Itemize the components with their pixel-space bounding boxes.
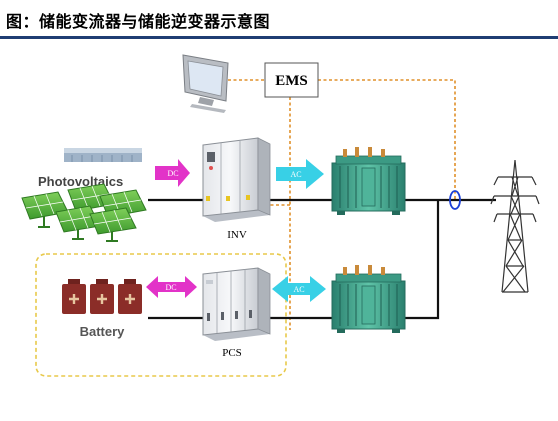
ac-arrow-bottom: AC [272, 276, 326, 302]
ems-box [264, 62, 319, 98]
dc-arrow-bottom: DC [146, 276, 197, 298]
energy-storage-diagram: EMS Photovoltaics [21, 54, 540, 377]
battery-section-box [35, 253, 287, 377]
battery-icon [62, 279, 142, 314]
battery-label: Battery [80, 324, 126, 339]
figure-title: 图：储能变流器与储能逆变器示意图 [6, 12, 271, 31]
dc-label-bottom: DC [165, 283, 176, 292]
solar-panel-icon [21, 183, 147, 242]
ac-label-top: AC [290, 170, 301, 179]
dc-arrow-top: DC [155, 159, 190, 187]
title-rule [0, 36, 558, 39]
transformer-icon [331, 265, 406, 333]
photovoltaics-label: Photovoltaics [38, 174, 123, 189]
dc-label-top: DC [167, 169, 178, 178]
ems-label: EMS [275, 73, 308, 89]
transformer-icon [331, 147, 406, 215]
pv-header-strip [64, 148, 142, 162]
transmission-tower-icon [490, 159, 540, 293]
ac-arrow-top: AC [276, 159, 324, 189]
ac-label-bottom: AC [293, 285, 304, 294]
pcs-label: PCS [222, 347, 242, 359]
inverter-cabinet-icon [202, 137, 271, 222]
inv-label: INV [227, 229, 247, 241]
pcs-cabinet-icon [202, 267, 271, 341]
current-sensor-icon [449, 190, 461, 210]
power-lines [148, 198, 496, 320]
monitor-icon [182, 54, 229, 113]
